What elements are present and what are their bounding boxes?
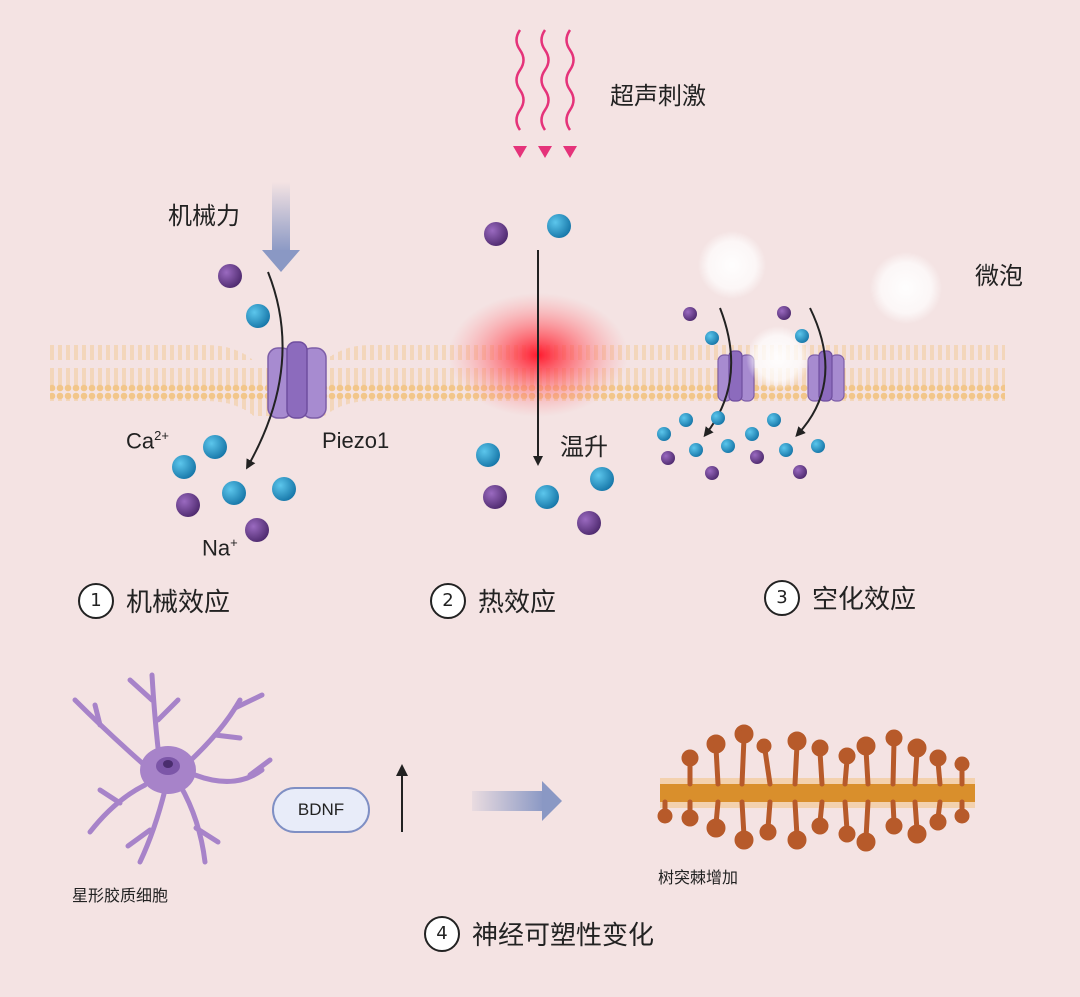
step-number: 4 (424, 915, 460, 952)
calcium-ion-label: Ca2+ (126, 428, 169, 454)
step-title: 空化效应 (812, 585, 917, 615)
ultrasound-label: 超声刺激 (610, 82, 706, 110)
step-number: 1 (78, 582, 114, 619)
bdnf-badge: BDNF (272, 787, 370, 833)
ions (172, 214, 825, 542)
step-neuroplasticity: 4 神经可塑性变化 (424, 915, 654, 952)
plasticity-arrow (472, 781, 562, 821)
dendritic-spine-label: 树突棘增加 (658, 868, 739, 887)
astrocyte-label: 星形胶质细胞 (72, 886, 169, 905)
step-title: 机械效应 (126, 588, 231, 618)
ultrasound-waves (513, 29, 577, 158)
step-cavitation-effect: 3 空化效应 (764, 579, 916, 616)
step-title: 神经可塑性变化 (472, 921, 655, 951)
mechanical-force-label: 机械力 (168, 202, 240, 230)
step-number: 3 (764, 579, 800, 616)
mechanical-force-arrow (262, 182, 300, 272)
astrocyte (72, 672, 273, 865)
sodium-ion-label: Na+ (202, 535, 238, 561)
step-mechanical-effect: 1 机械效应 (78, 582, 230, 619)
dendrite (657, 724, 975, 852)
microbubble-label: 微泡 (975, 262, 1023, 290)
bdnf-up-arrow (396, 764, 408, 832)
microbubbles (698, 231, 942, 390)
piezo1-channel (267, 341, 327, 419)
step-thermal-effect: 2 热效应 (430, 582, 556, 619)
step-number: 2 (430, 582, 466, 619)
piezo1-label: Piezo1 (322, 428, 390, 453)
step-title: 热效应 (478, 588, 557, 618)
temperature-rise-label: 温升 (560, 433, 608, 461)
